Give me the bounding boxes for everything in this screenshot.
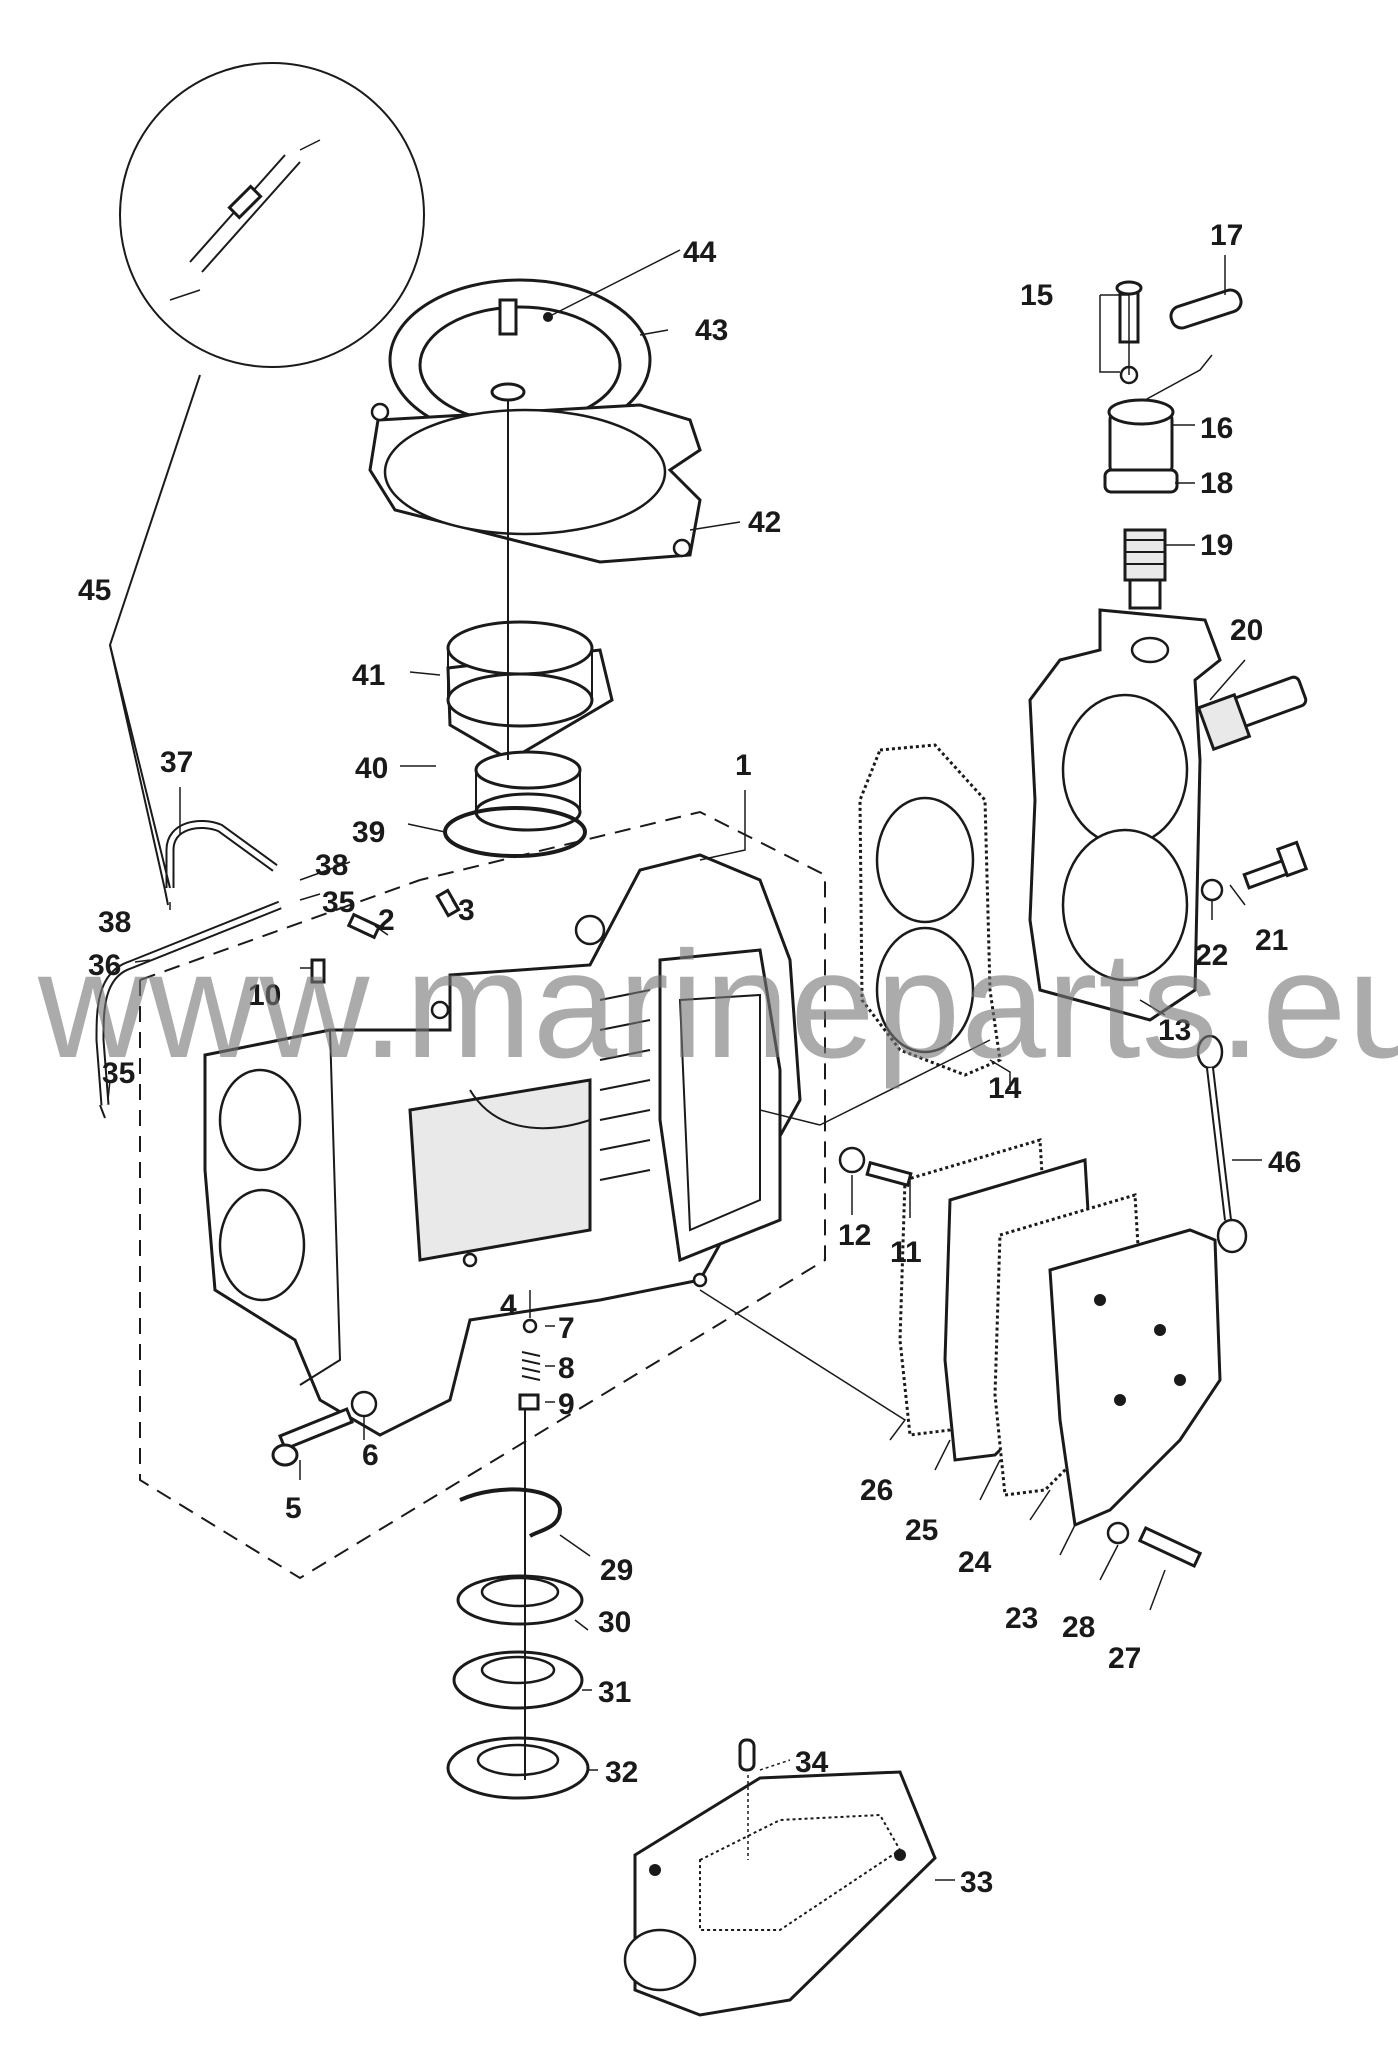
part-7-ball — [522, 1318, 538, 1334]
part-32-seal — [446, 1736, 590, 1800]
part-21-bolt — [1242, 840, 1309, 890]
label-2: 2 — [378, 904, 395, 937]
label-14: 14 — [988, 1072, 1022, 1105]
label-7: 7 — [558, 1312, 575, 1345]
label-36: 36 — [88, 949, 121, 982]
part-29-snap-ring — [459, 1487, 563, 1538]
part-27-bolt — [1137, 1525, 1203, 1569]
part-41-seal-housing — [446, 620, 614, 762]
part-1-crankcase — [139, 810, 826, 1580]
part-6-washer — [350, 1390, 378, 1418]
part-31-washer — [452, 1650, 584, 1710]
label-27: 27 — [1108, 1642, 1141, 1675]
label-46: 46 — [1268, 1146, 1301, 1179]
label-10: 10 — [248, 979, 281, 1012]
label-45: 45 — [78, 574, 111, 607]
part-34-dowel — [738, 1738, 756, 1772]
label-19: 19 — [1200, 529, 1233, 562]
label-17: 17 — [1210, 219, 1243, 252]
label-1: 1 — [735, 749, 752, 782]
label-38-upper: 38 — [315, 849, 348, 882]
part-16-thermostat-cover — [1103, 398, 1179, 494]
part-11-bolt — [865, 1160, 913, 1188]
part-9-plug — [518, 1393, 540, 1411]
part-20-sensor — [1196, 675, 1308, 752]
part-8-spring — [521, 1351, 541, 1381]
label-26: 26 — [860, 1474, 893, 1507]
label-8: 8 — [558, 1352, 575, 1385]
label-21: 21 — [1255, 924, 1288, 957]
part-42-plate — [368, 402, 702, 564]
label-30: 30 — [598, 1606, 631, 1639]
label-42: 42 — [748, 506, 781, 539]
label-23: 23 — [1005, 1602, 1038, 1635]
label-6: 6 — [362, 1439, 379, 1472]
label-40: 40 — [355, 752, 388, 785]
label-44: 44 — [683, 236, 717, 269]
label-12: 12 — [838, 1219, 871, 1252]
part-10-fitting — [310, 958, 326, 984]
part-12-washer — [838, 1146, 866, 1174]
label-37: 37 — [160, 746, 193, 779]
part-2-fitting — [346, 912, 382, 940]
label-3: 3 — [458, 894, 475, 927]
part-33-base-gasket — [623, 1770, 937, 2017]
label-34: 34 — [795, 1746, 829, 1779]
label-18: 18 — [1200, 467, 1233, 500]
label-41: 41 — [352, 659, 385, 692]
part-labels: 1 2 3 4 5 6 7 8 9 10 11 12 13 14 15 16 1… — [78, 219, 1301, 1899]
label-39: 39 — [352, 816, 385, 849]
label-35-lower: 35 — [102, 1057, 135, 1090]
label-15: 15 — [1020, 279, 1053, 312]
part-13-cylinder-head — [1028, 608, 1222, 1022]
label-20: 20 — [1230, 614, 1263, 647]
part-40-seal — [474, 750, 582, 832]
part-28-washer — [1106, 1521, 1130, 1545]
part-22-washer — [1200, 878, 1224, 902]
label-43: 43 — [695, 314, 728, 347]
detail-circle-45 — [119, 62, 425, 368]
label-38-lower: 38 — [98, 906, 131, 939]
label-22: 22 — [1195, 939, 1228, 972]
label-29: 29 — [600, 1554, 633, 1587]
label-9: 9 — [558, 1388, 575, 1421]
label-28: 28 — [1062, 1611, 1095, 1644]
label-32: 32 — [605, 1756, 638, 1789]
part-30-bearing — [456, 1574, 584, 1626]
part-23-cover — [1048, 1228, 1222, 1528]
label-4: 4 — [500, 1289, 517, 1322]
label-13: 13 — [1158, 1014, 1191, 1047]
part-3-fitting — [435, 888, 461, 918]
label-33: 33 — [960, 1866, 993, 1899]
label-11: 11 — [890, 1236, 922, 1269]
label-31: 31 — [598, 1676, 631, 1709]
part-19-thermostat — [1123, 528, 1167, 610]
label-25: 25 — [905, 1514, 938, 1547]
label-5: 5 — [285, 1492, 302, 1525]
part-5-bolt — [271, 1407, 354, 1467]
label-35-upper: 35 — [322, 886, 355, 919]
leader-lines — [107, 249, 1262, 1881]
part-17-anode — [1169, 288, 1243, 330]
label-16: 16 — [1200, 412, 1233, 445]
part-14-head-gasket — [858, 743, 1002, 1077]
label-24: 24 — [958, 1546, 992, 1579]
part-46-ground-cable — [1196, 1034, 1248, 1254]
